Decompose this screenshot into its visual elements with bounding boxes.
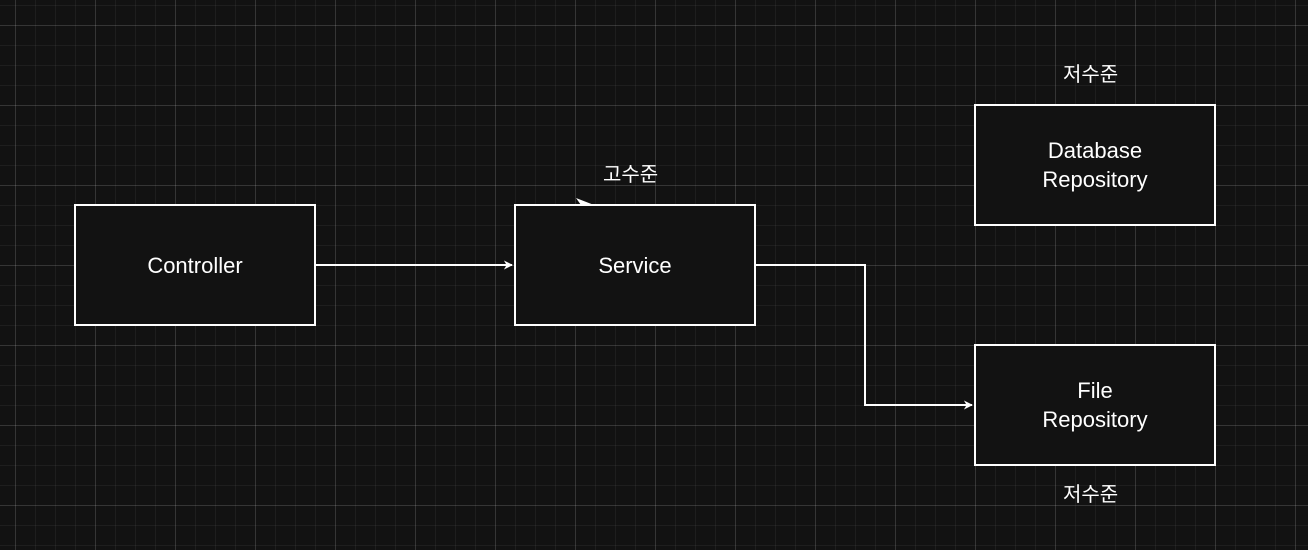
file-repository-label: File Repository: [1042, 378, 1148, 432]
low-level-label-top: 저수준: [1063, 62, 1119, 86]
service-node[interactable]: Service: [514, 204, 756, 326]
file-repository-node[interactable]: File Repository: [974, 344, 1216, 466]
high-level-label: 고수준: [603, 162, 659, 186]
service-label: Service: [598, 252, 672, 278]
controller-label: Controller: [147, 252, 243, 278]
database-repository-label: Database Repository: [1042, 138, 1148, 192]
edge-service-to-file-repository: [756, 264, 973, 410]
low-level-label-bottom: 저수준: [1063, 482, 1119, 506]
controller-node[interactable]: Controller: [74, 204, 316, 326]
database-repository-node[interactable]: Database Repository: [974, 104, 1216, 226]
